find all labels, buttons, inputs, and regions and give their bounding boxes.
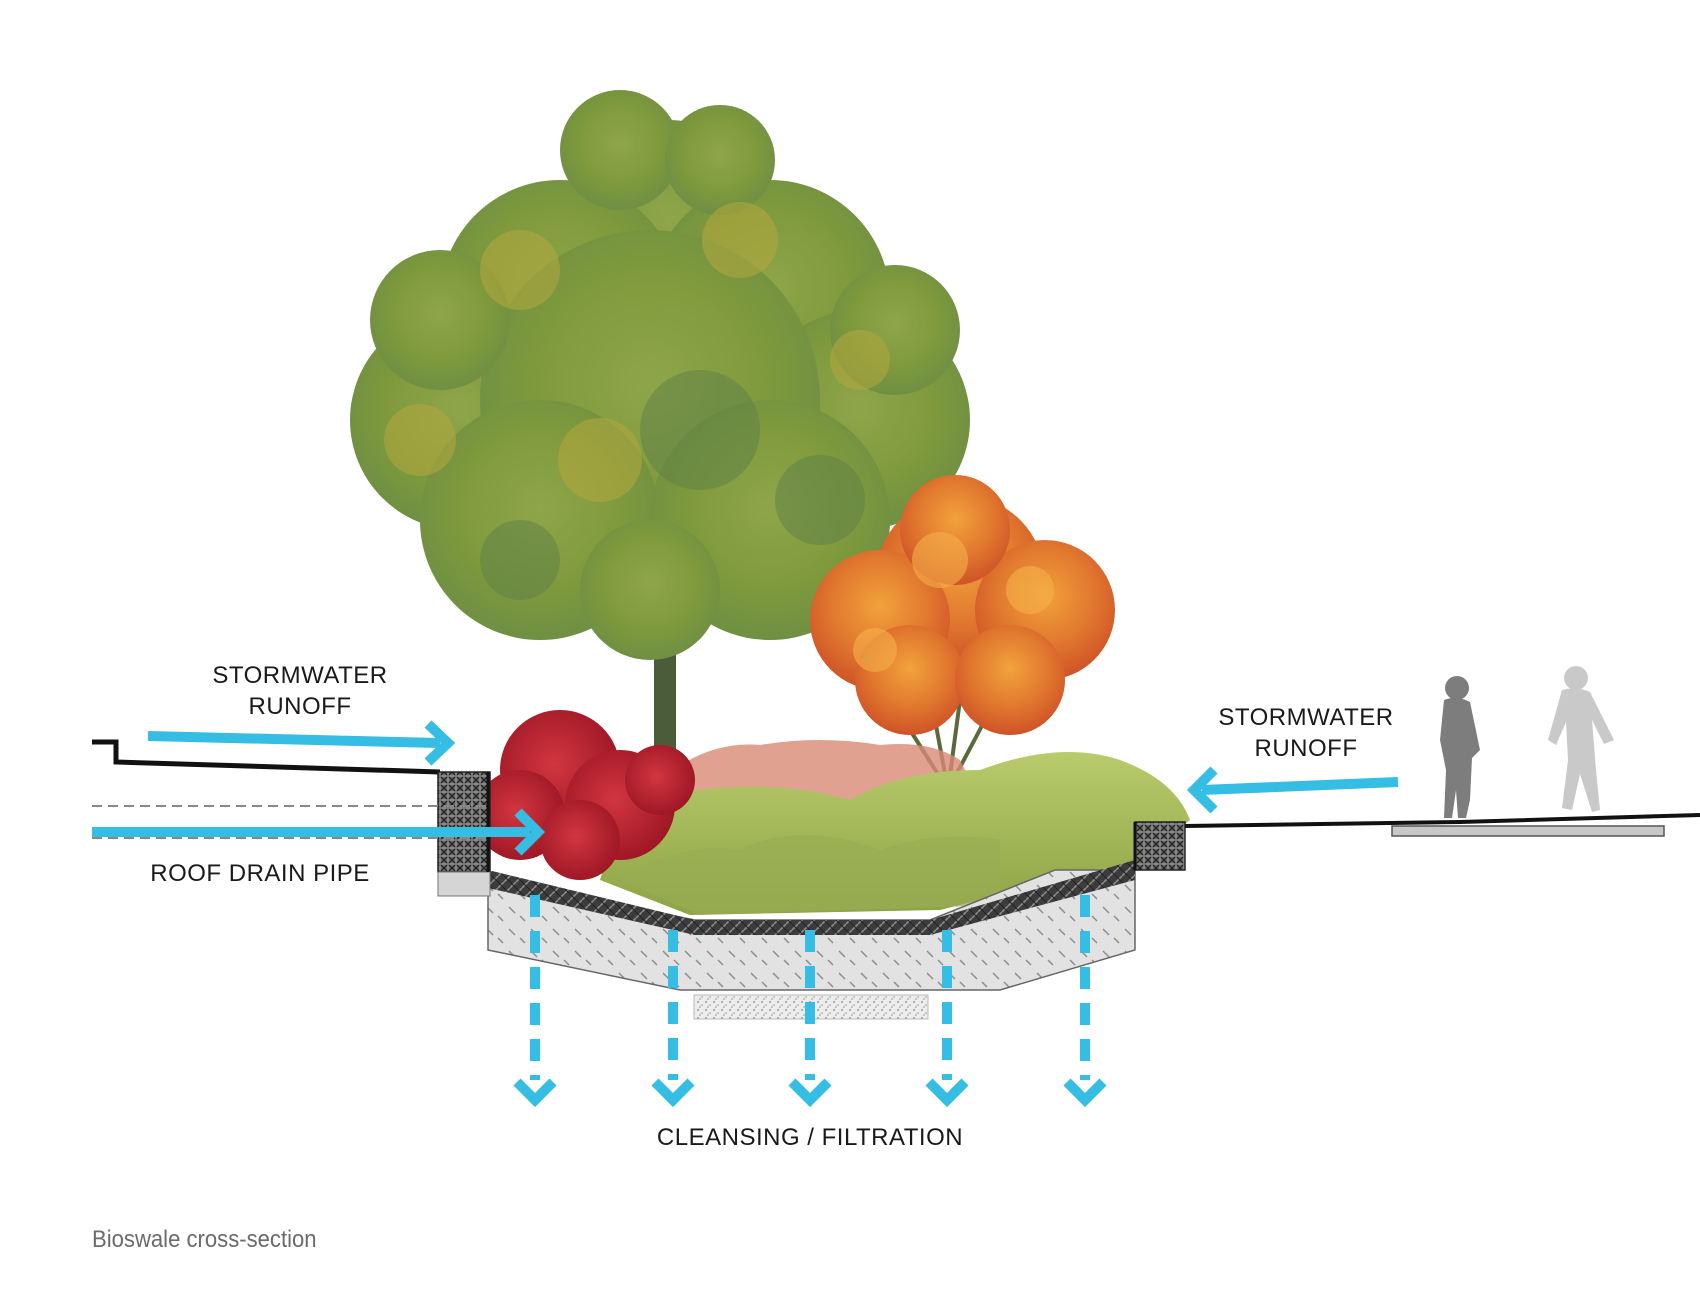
label-line: RUNOFF — [248, 693, 352, 720]
label-line: STORMWATER — [212, 662, 388, 689]
filtration-arrow-4 — [925, 930, 969, 1108]
left-curb — [92, 739, 491, 897]
figure-caption: Bioswale cross-section — [92, 1226, 317, 1253]
filtration-arrow-3 — [788, 930, 832, 1108]
filtration-arrow-5 — [1063, 895, 1107, 1108]
label-roof-drain-pipe: ROOF DRAIN PIPE — [150, 860, 370, 887]
label-line: RUNOFF — [1254, 735, 1358, 762]
orange-shrub-illustration — [810, 475, 1115, 792]
label-line: STORMWATER — [1218, 704, 1394, 731]
label-stormwater-runoff-right: STORMWATER RUNOFF — [1196, 702, 1416, 764]
filtration-arrow-2 — [651, 930, 695, 1108]
right-curb-sidewalk — [1133, 813, 1700, 871]
pedestrian-silhouette-dark — [1440, 676, 1480, 818]
label-stormwater-runoff-left: STORMWATER RUNOFF — [190, 660, 410, 722]
stormwater-arrow-left — [147, 720, 456, 766]
tree-illustration — [350, 90, 970, 770]
filtration-arrow-1 — [513, 895, 557, 1108]
pedestrian-silhouette-light — [1548, 666, 1614, 812]
roof-drain-arrow — [92, 808, 546, 856]
filtration-arrows — [513, 895, 1107, 1108]
stormwater-arrow-right — [1186, 766, 1399, 814]
label-cleansing-filtration: CLEANSING / FILTRATION — [656, 1124, 964, 1151]
